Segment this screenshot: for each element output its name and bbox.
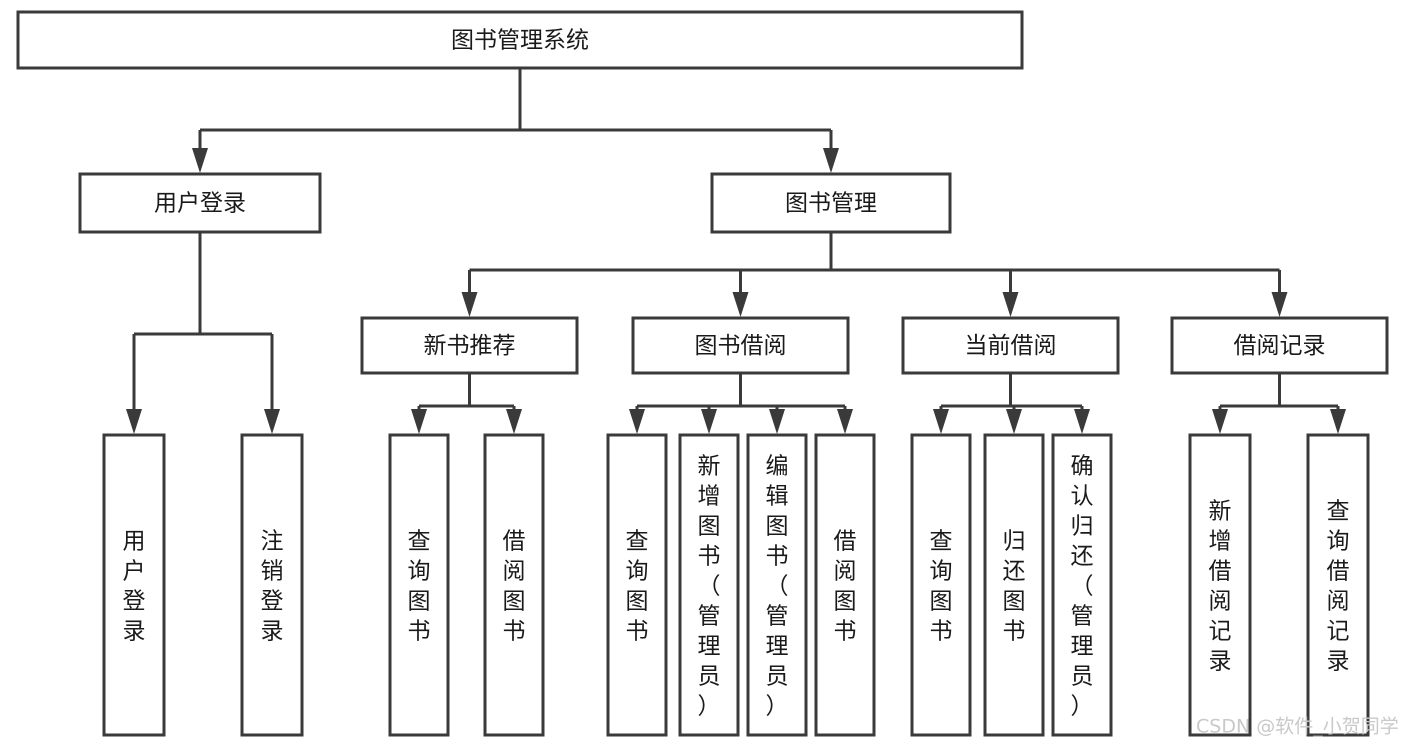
node-leaf-add-book[interactable]: 新增图书（管理员） bbox=[678, 433, 740, 737]
node-box bbox=[78, 172, 322, 234]
node-box bbox=[1306, 433, 1370, 737]
arrow-head-icon bbox=[461, 292, 478, 317]
node-leaf-return-book[interactable]: 归还图书 bbox=[983, 433, 1045, 737]
node-label: 注销登录 bbox=[261, 528, 284, 644]
node-box bbox=[16, 10, 1024, 70]
node-box bbox=[983, 433, 1045, 737]
node-label: 确认归还（管理员） bbox=[1071, 453, 1094, 719]
arrow-head-icon bbox=[506, 409, 522, 434]
node-leaf-query-book-1[interactable]: 查询图书 bbox=[388, 433, 450, 737]
connector-group-root bbox=[192, 68, 839, 173]
node-box bbox=[1188, 433, 1252, 737]
node-box bbox=[746, 433, 808, 737]
node-box bbox=[710, 172, 952, 234]
node-box bbox=[606, 433, 668, 737]
node-leaf-confirm-return[interactable]: 确认归还（管理员） bbox=[1051, 433, 1113, 737]
arrow-head-icon bbox=[629, 409, 645, 434]
arrow-head-icon bbox=[732, 292, 749, 317]
node-box bbox=[360, 316, 579, 375]
node-label: 借阅图书 bbox=[834, 528, 857, 644]
node-label: 图书管理 bbox=[785, 191, 877, 217]
node-box bbox=[814, 433, 876, 737]
connector-group-book-borrow bbox=[629, 373, 853, 434]
connector-group-current-borrow bbox=[933, 373, 1090, 434]
node-label: 用户登录 bbox=[123, 528, 146, 644]
node-layer: 图书管理系统用户登录图书管理新书推荐图书借阅当前借阅借阅记录用户登录注销登录查询… bbox=[16, 10, 1389, 737]
node-leaf-edit-book[interactable]: 编辑图书（管理员） bbox=[746, 433, 808, 737]
arrow-head-icon bbox=[823, 148, 839, 173]
node-box bbox=[631, 316, 850, 375]
node-leaf-borrow-book-2[interactable]: 借阅图书 bbox=[814, 433, 876, 737]
node-label: 用户登录 bbox=[154, 191, 246, 217]
node-box bbox=[1170, 316, 1389, 375]
node-label: 新增借阅记录 bbox=[1209, 498, 1232, 674]
node-box bbox=[240, 433, 304, 737]
arrow-head-icon bbox=[1212, 409, 1228, 434]
arrow-head-icon bbox=[1074, 409, 1090, 434]
arrow-head-icon bbox=[933, 409, 949, 434]
arrow-head-icon bbox=[701, 409, 717, 434]
node-label: 查询借阅记录 bbox=[1327, 498, 1350, 674]
node-label: 借阅记录 bbox=[1234, 333, 1326, 359]
node-label: 查询图书 bbox=[930, 528, 953, 644]
node-label: 查询图书 bbox=[408, 528, 431, 644]
connector-layer bbox=[126, 68, 1346, 434]
node-label: 借阅图书 bbox=[503, 528, 526, 644]
csdn-watermark: CSDN @软件_小贺同学 bbox=[1196, 716, 1399, 738]
arrow-head-icon bbox=[837, 409, 853, 434]
node-label: 当前借阅 bbox=[965, 333, 1057, 359]
node-label: 归还图书 bbox=[1003, 528, 1026, 644]
node-leaf-logout[interactable]: 注销登录 bbox=[240, 433, 304, 737]
node-label: 新增图书（管理员） bbox=[698, 453, 721, 719]
connector-group-borrow-record bbox=[1212, 373, 1346, 434]
node-label: 新书推荐 bbox=[424, 333, 516, 359]
arrow-head-icon bbox=[769, 409, 785, 434]
node-user-login[interactable]: 用户登录 bbox=[78, 172, 322, 234]
node-label: 查询图书 bbox=[626, 528, 649, 644]
node-box bbox=[388, 433, 450, 737]
node-book-manage[interactable]: 图书管理 bbox=[710, 172, 952, 234]
node-box bbox=[483, 433, 545, 737]
arrow-head-icon bbox=[126, 409, 142, 434]
arrow-head-icon bbox=[192, 148, 208, 173]
arrow-head-icon bbox=[264, 409, 280, 434]
node-leaf-borrow-book-1[interactable]: 借阅图书 bbox=[483, 433, 545, 737]
node-current-borrow[interactable]: 当前借阅 bbox=[901, 316, 1120, 375]
node-box bbox=[910, 433, 972, 737]
node-leaf-query-book-2[interactable]: 查询图书 bbox=[606, 433, 668, 737]
node-leaf-query-book-3[interactable]: 查询图书 bbox=[910, 433, 972, 737]
node-box bbox=[901, 316, 1120, 375]
node-leaf-user-login[interactable]: 用户登录 bbox=[102, 433, 166, 737]
connector-group-user-login bbox=[126, 232, 280, 434]
node-borrow-record[interactable]: 借阅记录 bbox=[1170, 316, 1389, 375]
node-leaf-add-record[interactable]: 新增借阅记录 bbox=[1188, 433, 1252, 737]
connector-group-book-manage bbox=[461, 232, 1288, 317]
node-leaf-query-record[interactable]: 查询借阅记录 bbox=[1306, 433, 1370, 737]
node-label: 图书管理系统 bbox=[451, 28, 589, 54]
node-book-borrow[interactable]: 图书借阅 bbox=[631, 316, 850, 375]
node-root[interactable]: 图书管理系统 bbox=[16, 10, 1024, 70]
node-box bbox=[1051, 433, 1113, 737]
arrow-head-icon bbox=[1002, 292, 1019, 317]
arrow-head-icon bbox=[1271, 292, 1288, 317]
node-label: 编辑图书（管理员） bbox=[766, 453, 789, 719]
arrow-head-icon bbox=[1330, 409, 1346, 434]
node-new-book-recommend[interactable]: 新书推荐 bbox=[360, 316, 579, 375]
connector-group-new-book-recommend bbox=[411, 373, 522, 434]
arrow-head-icon bbox=[411, 409, 427, 434]
arrow-head-icon bbox=[1006, 409, 1022, 434]
node-box bbox=[102, 433, 166, 737]
node-label: 图书借阅 bbox=[695, 333, 787, 359]
node-box bbox=[678, 433, 740, 737]
